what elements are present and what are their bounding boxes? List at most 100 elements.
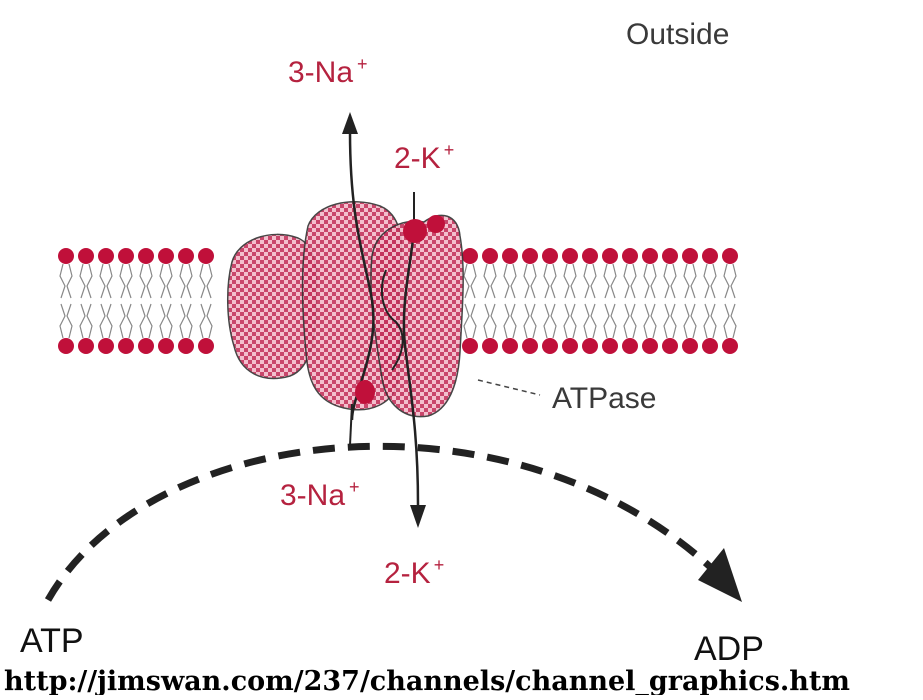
atpase-protein [228, 202, 463, 417]
lipid-tail [584, 264, 596, 298]
lipid-head [158, 248, 174, 264]
lipid-head [682, 248, 698, 264]
lipid-head [502, 248, 518, 264]
lipid-tail [584, 304, 596, 338]
lipid-tail [544, 304, 556, 338]
lipid-tail [160, 304, 172, 338]
atp-to-adp-arrowhead [698, 548, 742, 602]
atp-label: ATP [20, 622, 84, 660]
lipid-head [482, 338, 498, 354]
adp-label: ADP [694, 630, 764, 668]
source-url-caption: http://jimswan.com/237/channels/channel_… [4, 666, 850, 695]
lipid-head [58, 248, 74, 264]
lipid-tail [704, 264, 716, 298]
lipid-head [118, 248, 134, 264]
lipid-tail [564, 264, 576, 298]
lipid-tail [644, 264, 656, 298]
lipid-head [662, 338, 678, 354]
lipid-tail [704, 304, 716, 338]
k-influx-arrowhead [410, 505, 426, 528]
na-bottom-label: 3-Na+ [280, 477, 360, 512]
lipid-tail [60, 264, 72, 298]
atpase-pointer-line [478, 380, 540, 395]
lipid-head [702, 248, 718, 264]
lipid-tail [724, 264, 736, 298]
lipid-head [118, 338, 134, 354]
lipid-tail [100, 264, 112, 298]
lipid-tail [200, 304, 212, 338]
lipid-head [682, 338, 698, 354]
lipid-tail [544, 264, 556, 298]
lipid-head [138, 338, 154, 354]
lipid-tail [684, 304, 696, 338]
na-top-label: 3-Na+ [288, 54, 368, 89]
lipid-head [622, 338, 638, 354]
lipid-head [98, 338, 114, 354]
lipid-head [522, 248, 538, 264]
lipid-tail [464, 264, 476, 298]
lipid-head [178, 338, 194, 354]
lipid-head [158, 338, 174, 354]
lipid-head [662, 248, 678, 264]
lipid-head [462, 338, 478, 354]
lipid-tail [60, 304, 72, 338]
lipid-head [562, 248, 578, 264]
lipid-tail [100, 304, 112, 338]
lipid-head [542, 338, 558, 354]
lipid-tail [664, 264, 676, 298]
lipid-tail [604, 264, 616, 298]
lipid-head [98, 248, 114, 264]
lipid-tail [160, 264, 172, 298]
lipid-tail [504, 264, 516, 298]
lipid-tail [484, 264, 496, 298]
lipid-head [642, 248, 658, 264]
lipid-tail [524, 304, 536, 338]
lipid-tail [140, 264, 152, 298]
lipid-head [602, 338, 618, 354]
lipid-tail [200, 264, 212, 298]
lipid-tail [464, 304, 476, 338]
lipid-head [622, 248, 638, 264]
lipid-head [58, 338, 74, 354]
lipid-tail [484, 304, 496, 338]
lipid-head [722, 338, 738, 354]
lipid-head [78, 248, 94, 264]
k-bottom-label: 2-K+ [384, 555, 444, 590]
outside-label: Outside [626, 18, 729, 51]
lipid-tail [604, 304, 616, 338]
lipid-head [722, 248, 738, 264]
lipid-tail [504, 304, 516, 338]
lipid-head [482, 248, 498, 264]
lipid-tail [644, 304, 656, 338]
lipid-head [522, 338, 538, 354]
lipid-tail [684, 264, 696, 298]
lipid-head [198, 338, 214, 354]
lipid-tail [140, 304, 152, 338]
lipid-tail [120, 264, 132, 298]
lipid-tail [624, 264, 636, 298]
atpase-label: ATPase [552, 382, 657, 415]
protein-right-lobe [371, 215, 463, 416]
lipid-tail [564, 304, 576, 338]
k-top-label: 2-K+ [394, 140, 454, 175]
lipid-tail [180, 264, 192, 298]
lipid-head [138, 248, 154, 264]
lipid-tail [120, 304, 132, 338]
na-efflux-arrowhead [342, 112, 358, 134]
lipid-head [702, 338, 718, 354]
lipid-head [198, 248, 214, 264]
lipid-head [602, 248, 618, 264]
lipid-head [462, 248, 478, 264]
lipid-head [178, 248, 194, 264]
lipid-head [78, 338, 94, 354]
lipid-tail [80, 264, 92, 298]
lipid-head [562, 338, 578, 354]
lipid-tail [524, 264, 536, 298]
lipid-tail [724, 304, 736, 338]
lipid-tail [80, 304, 92, 338]
lipid-head [582, 338, 598, 354]
lipid-head [502, 338, 518, 354]
lipid-tail [624, 304, 636, 338]
lipid-head [582, 248, 598, 264]
